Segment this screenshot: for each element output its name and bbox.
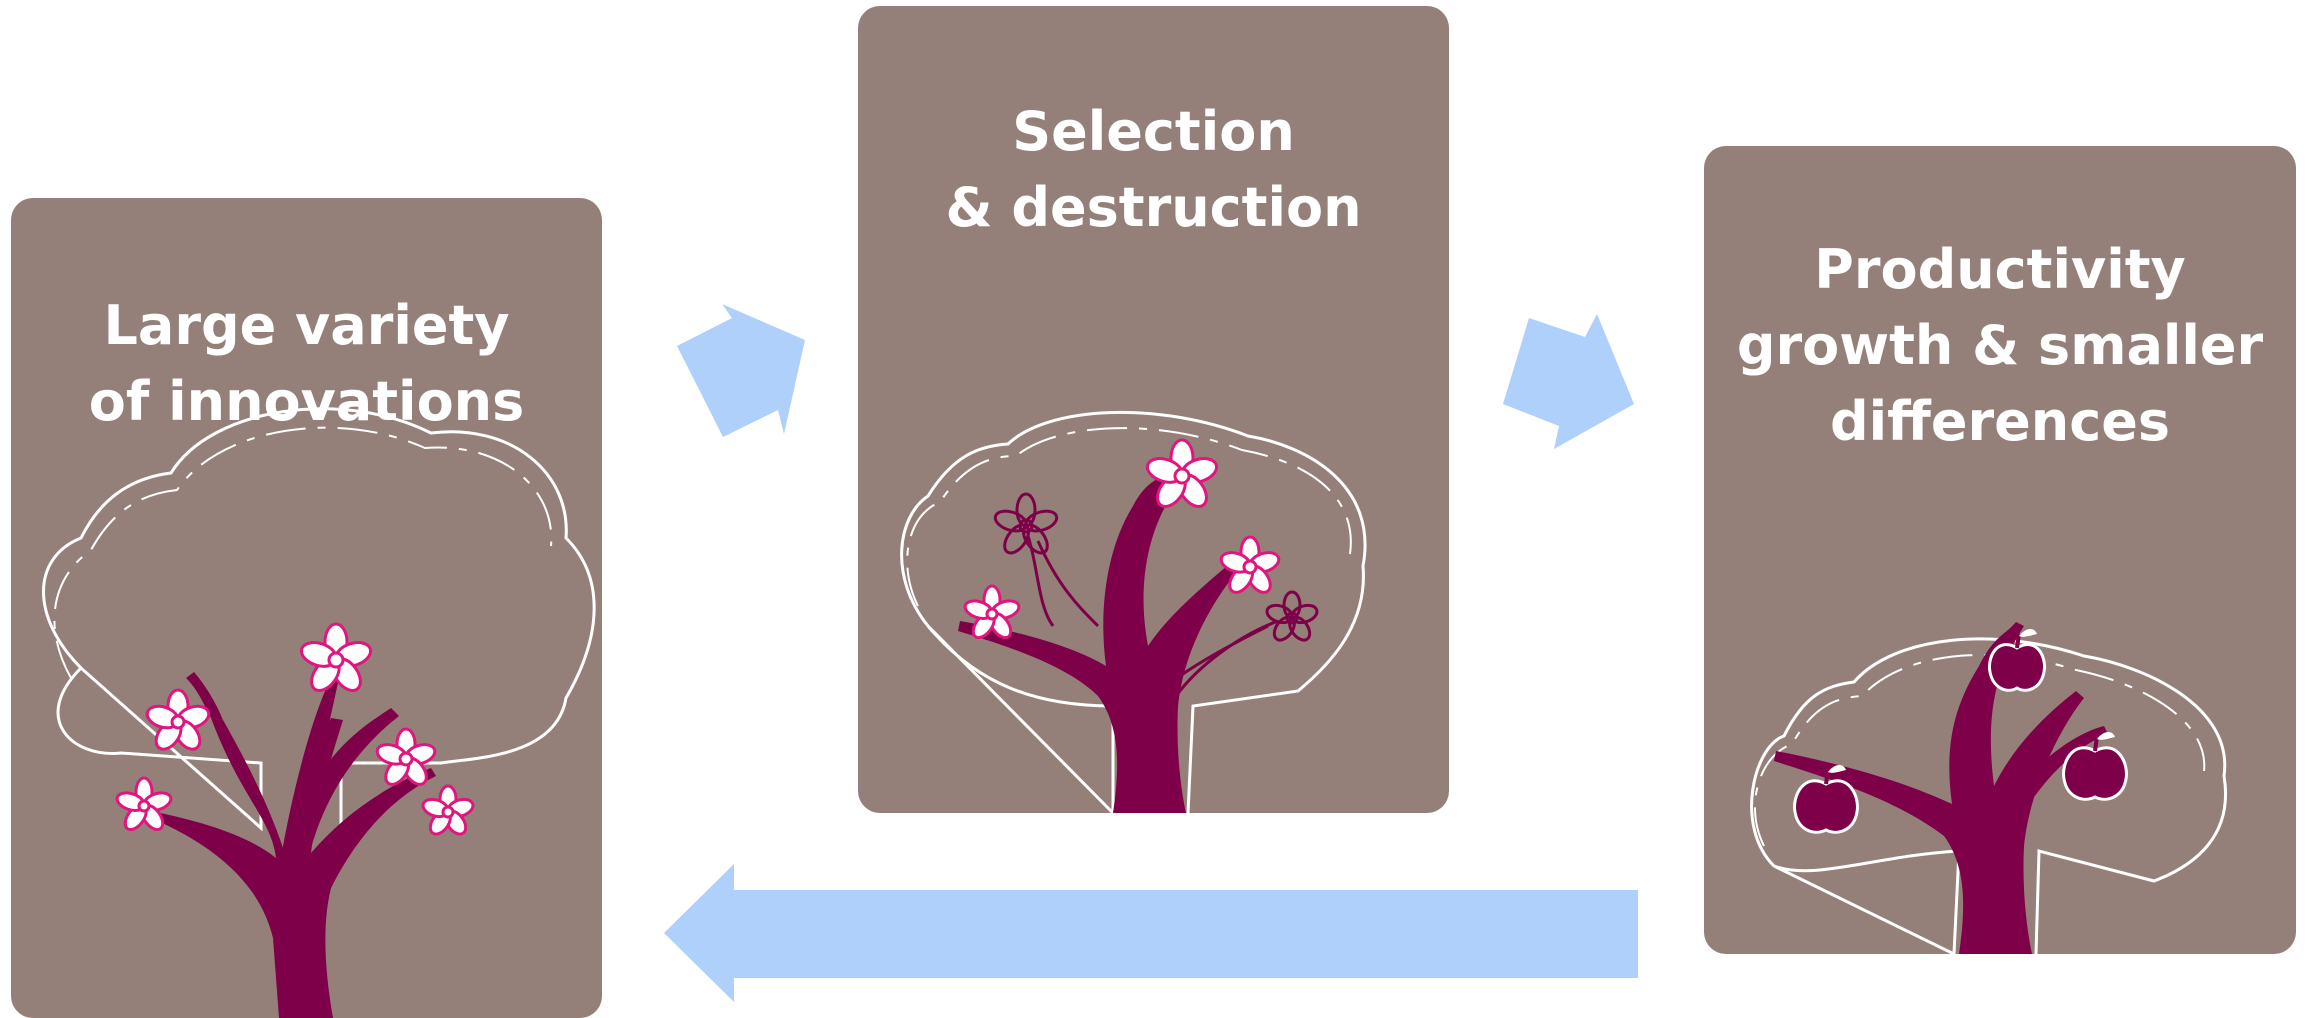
tree-trunk <box>958 468 1240 813</box>
blossom-tree-illustration <box>42 407 596 1018</box>
title-line: & destruction <box>945 176 1362 239</box>
blossom-icon <box>299 622 373 692</box>
title-line: Large variety <box>103 294 510 357</box>
title-line: Productivity <box>1814 238 2186 301</box>
title-line: growth & smaller <box>1736 314 2264 377</box>
card-selection-destruction: Selection & destruction <box>858 6 1449 813</box>
blossom-icon <box>1219 535 1281 594</box>
apple-icon <box>2062 732 2128 801</box>
selected-tree-illustration <box>900 410 1367 813</box>
apple-tree-illustration <box>1750 622 2227 954</box>
apple-icon <box>1987 629 2047 692</box>
blossom-icon <box>421 784 475 836</box>
card-large-variety: Large variety of innovations <box>11 198 602 1018</box>
tree-trunk <box>1774 622 2084 954</box>
arrow-icon <box>1503 314 1634 449</box>
tree-crown-outline <box>900 410 1367 813</box>
blossom-icon <box>115 776 173 832</box>
card-title: Productivity growth & smaller difference… <box>1704 232 2296 460</box>
card-title: Selection & destruction <box>858 94 1449 246</box>
withered-blossom-icon <box>993 492 1059 555</box>
blossom-icon <box>375 727 437 786</box>
return-arrow-icon <box>664 864 1638 1002</box>
tree-trunk <box>146 718 436 1018</box>
tree-crown-outline <box>42 407 596 832</box>
withered-blossom-icon <box>1265 590 1319 642</box>
title-line: of innovations <box>88 370 525 433</box>
arrow-icon <box>677 304 805 437</box>
blossom-icon <box>145 688 211 751</box>
title-line: Selection <box>1012 100 1295 163</box>
apple-icon <box>1793 765 1859 834</box>
blossom-icon <box>963 584 1021 640</box>
card-productivity-growth: Productivity growth & smaller difference… <box>1704 146 2296 954</box>
title-line: differences <box>1829 390 2170 453</box>
blossom-icon <box>1145 438 1219 508</box>
card-title: Large variety of innovations <box>11 288 602 440</box>
